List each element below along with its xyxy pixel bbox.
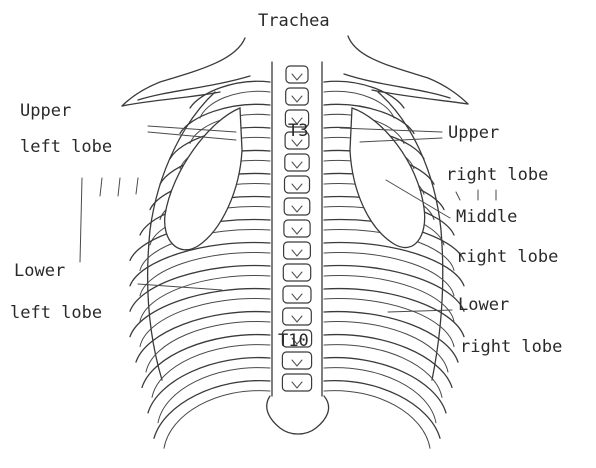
label-upper-left-1: Upper xyxy=(20,101,71,121)
label-trachea: Trachea xyxy=(258,11,330,31)
rib-right-inner xyxy=(324,253,454,296)
label-t10: T10 xyxy=(278,331,309,351)
lumbar-base xyxy=(267,396,329,434)
label-middle-right-2: right lobe xyxy=(456,247,558,267)
label-t3: T3 xyxy=(288,121,308,141)
rib-left-inner xyxy=(140,253,270,296)
label-middle-right-1: Middle xyxy=(456,207,517,227)
label-upper-right-1: Upper xyxy=(448,123,499,143)
rib-left-inner xyxy=(146,322,270,372)
label-lower-right-1: Lower xyxy=(458,295,509,315)
rib-left-inner xyxy=(152,345,270,398)
rib-left-inner xyxy=(164,391,270,449)
label-lower-left-1: Lower xyxy=(14,261,65,281)
rib-left-inner xyxy=(158,368,270,423)
rib-right-inner xyxy=(324,322,448,372)
rib-right-inner xyxy=(324,391,430,449)
rib-left-inner xyxy=(140,299,270,347)
label-lower-left-2: left lobe xyxy=(10,303,102,323)
label-upper-right-2: right lobe xyxy=(446,165,548,185)
label-lower-right-2: right lobe xyxy=(460,337,562,357)
rib-right-inner xyxy=(324,299,454,347)
rib-right-inner xyxy=(324,345,442,398)
rib-right-inner xyxy=(324,368,436,423)
label-upper-left-2: left lobe xyxy=(20,137,112,157)
